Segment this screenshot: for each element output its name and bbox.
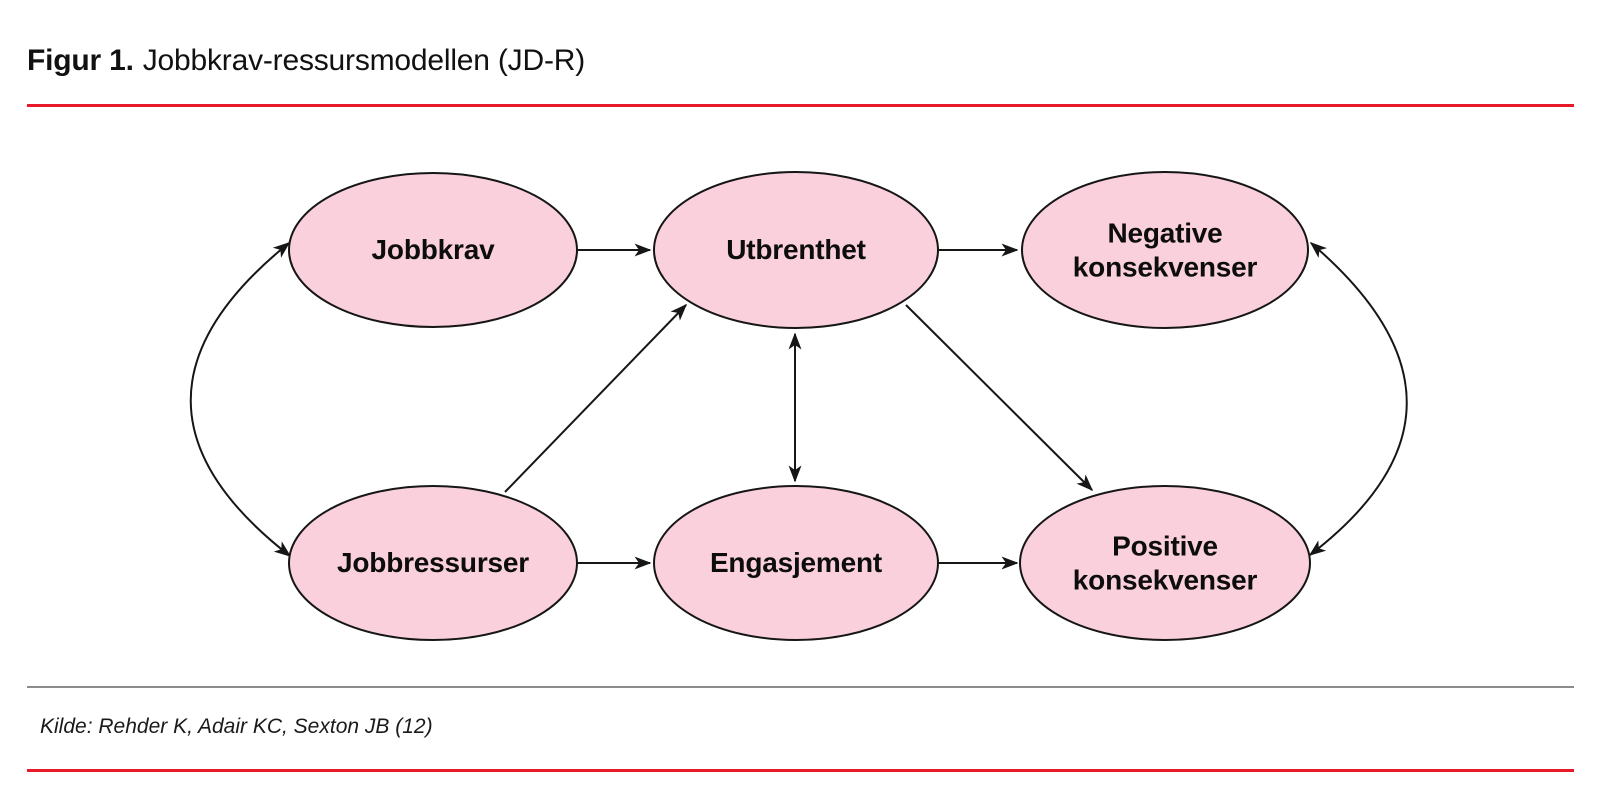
node-utbrenthet-ellipse [653,171,939,329]
node-jobbkrav-ellipse [288,172,578,328]
footer-gray-divider [27,686,1574,688]
edge-jobbressurser-utbrenthet [504,303,688,493]
node-label-negative-konsekvenser: Negative konsekvenser [1072,217,1258,282]
node-negative-konsekvenser-ellipse [1021,171,1309,329]
node-jobbressurser-ellipse [288,485,578,641]
figure-label: Figur 1. [27,44,134,77]
node-label-utbrenthet: Utbrenthet [726,234,866,266]
figure-title: Figur 1.Jobbkrav-ressursmodellen (JD-R) [27,44,585,78]
edge-jobbkrav-jobbressurser-bidirectional [189,242,292,557]
top-red-divider [27,104,1574,107]
node-label-engasjement: Engasjement [709,547,883,579]
node-label-jobbkrav: Jobbkrav [371,234,495,266]
edge-utbrenthet-positive-konsekvenser [905,304,1094,492]
node-positive-konsekvenser-ellipse [1019,485,1311,641]
bottom-red-divider [27,769,1574,772]
figure-title-text: Jobbkrav-ressursmodellen (JD-R) [142,44,585,77]
node-label-positive-konsekvenser: Positive konsekvenser [1072,530,1258,595]
edge-negative-positive-konsekvenser-bidirectional [1308,242,1408,556]
node-engasjement-ellipse [653,485,939,641]
node-label-jobbressurser: Jobbressurser [337,547,529,579]
source-note: Kilde: Rehder K, Adair KC, Sexton JB (12… [40,715,433,738]
